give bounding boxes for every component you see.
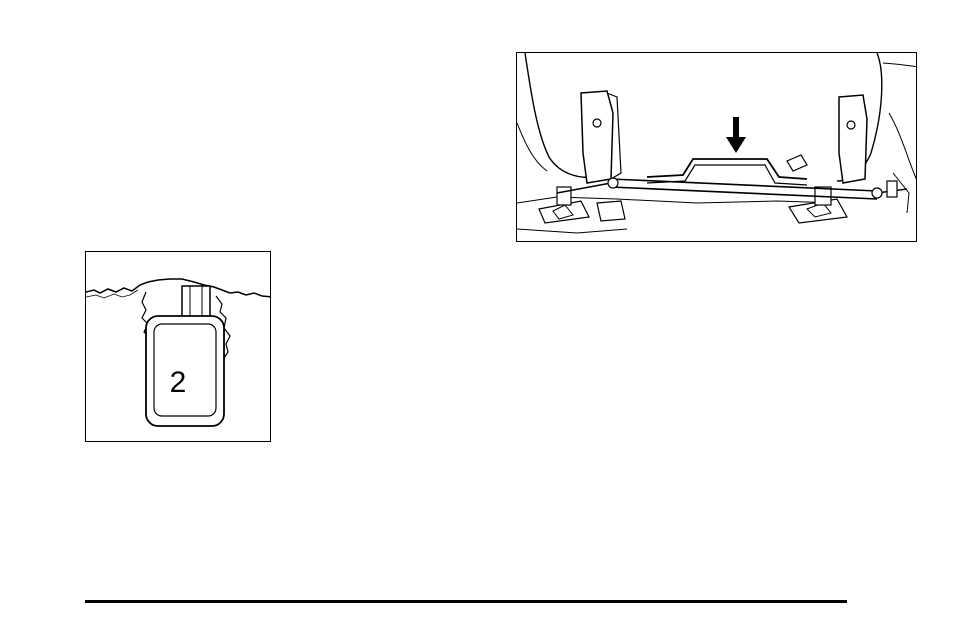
seat-tag-figure: 2 xyxy=(85,251,271,442)
seat-release-bar-figure xyxy=(516,52,917,242)
seat-tag-number: 2 xyxy=(86,368,270,398)
footer-rule xyxy=(85,600,847,603)
down-arrow-icon xyxy=(517,53,917,242)
seat-tag-illustration-icon xyxy=(86,252,271,442)
